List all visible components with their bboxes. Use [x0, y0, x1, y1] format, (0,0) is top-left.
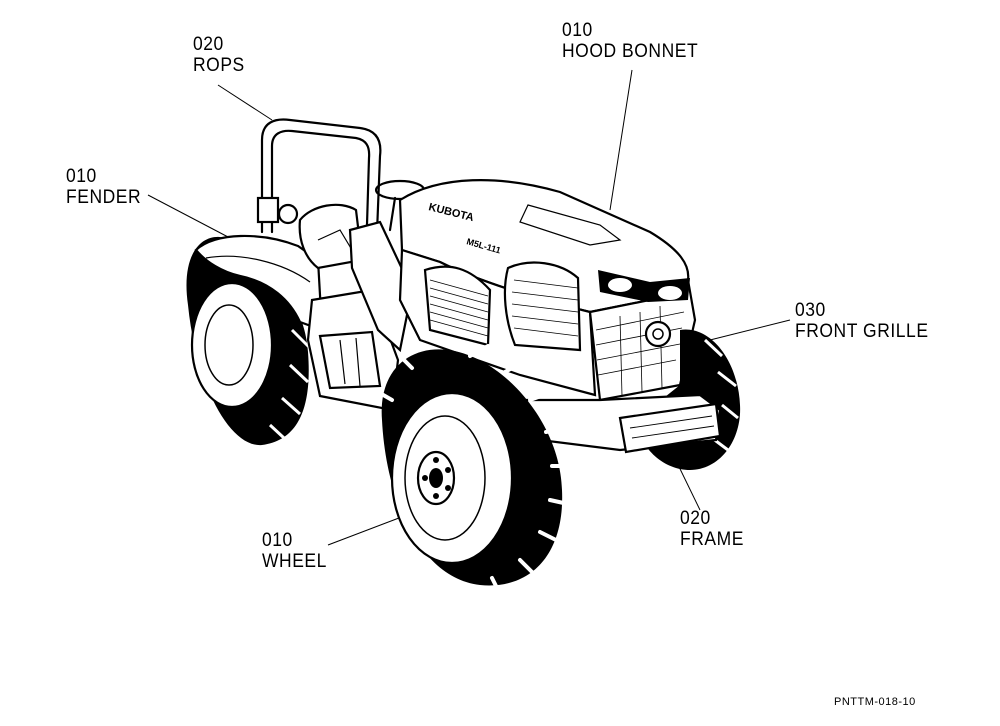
leader-lines	[147, 69, 791, 546]
callout-hood-bonnet-number: 010	[562, 20, 593, 41]
hood-side-panel	[398, 248, 597, 397]
callout-front-grille-number: 030	[795, 300, 826, 321]
leader-rops	[217, 84, 273, 121]
rear-fender	[194, 234, 324, 332]
callout-fender-name: FENDER	[66, 187, 142, 208]
callout-rops-name: ROPS	[193, 55, 245, 76]
leader-hood-bonnet	[609, 69, 633, 211]
leader-fender	[147, 194, 231, 239]
front-frame	[518, 393, 722, 454]
front-grille	[588, 270, 697, 402]
callout-front-grille-name: FRONT GRILLE	[795, 321, 929, 342]
callout-frame-name: FRAME	[680, 529, 744, 550]
drawing-code: PNTTM-018-10	[834, 696, 916, 708]
callout-frame: 020 FRAME	[680, 508, 744, 550]
rops-frame	[256, 118, 382, 260]
callout-front-grille: 030 FRONT GRILLE	[795, 300, 929, 342]
callout-frame-number: 020	[680, 508, 711, 529]
callout-rops: 020 ROPS	[193, 34, 245, 76]
chassis-body	[306, 220, 414, 412]
callout-hood-bonnet-name: HOOD BONNET	[562, 41, 699, 62]
callout-wheel-name: WHEEL	[262, 551, 327, 572]
callout-fender-number: 010	[66, 166, 97, 187]
callout-wheel: 010 WHEEL	[262, 530, 327, 572]
callout-fender: 010 FENDER	[66, 166, 141, 208]
callout-rops-number: 020	[193, 34, 224, 55]
front-left-tire	[376, 344, 572, 592]
callout-wheel-number: 010	[262, 530, 293, 551]
callout-hood-bonnet: 010 HOOD BONNET	[562, 20, 698, 62]
